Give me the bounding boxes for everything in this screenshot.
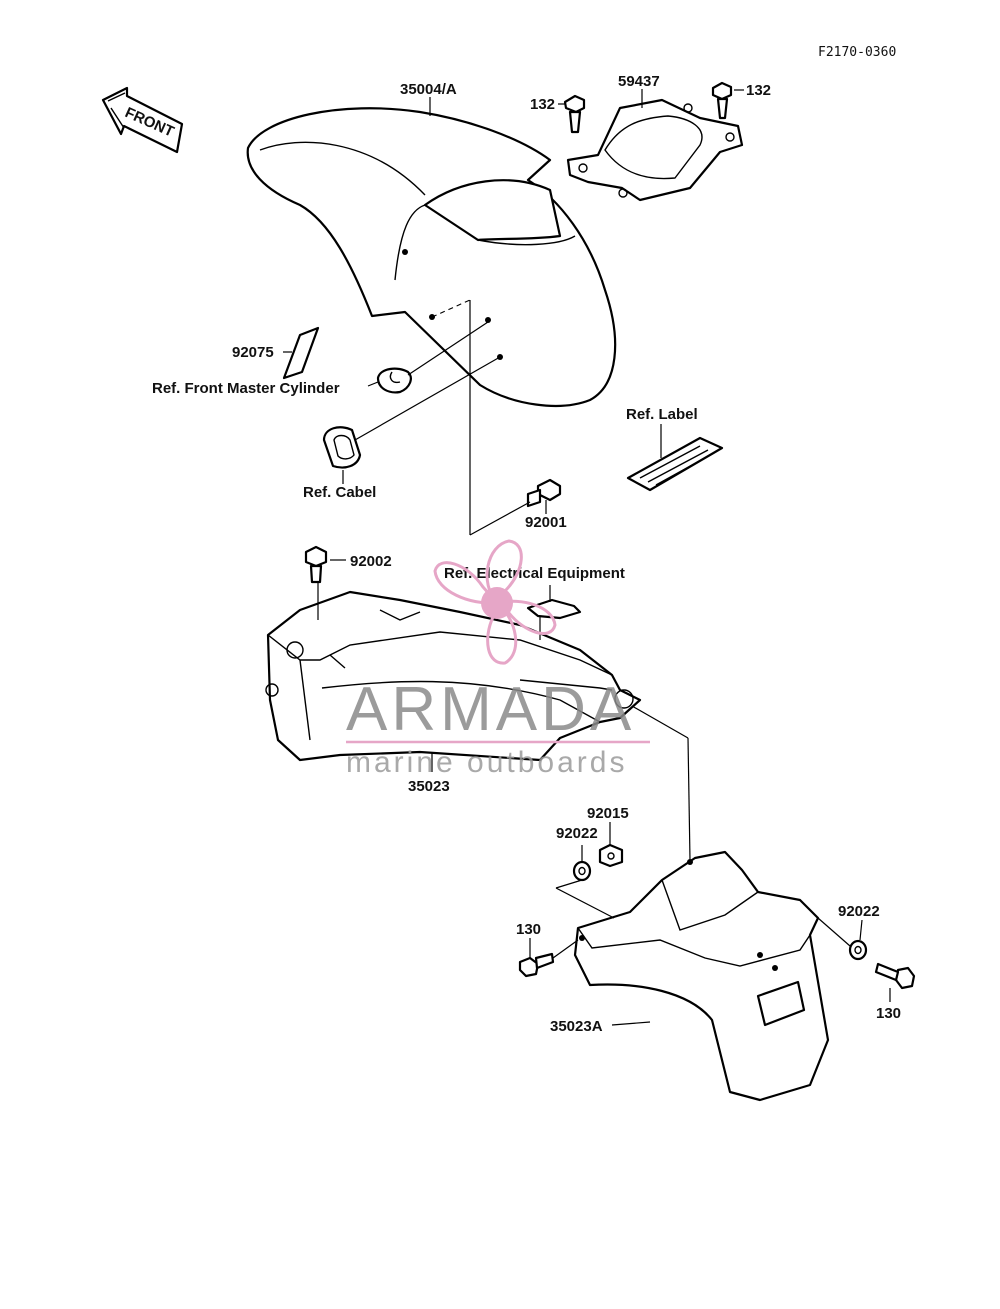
label-ref-electrical-equipment: Ref. Electrical Equipment [444, 565, 625, 582]
label-35004a: 35004/A [400, 81, 457, 98]
rear-fender-inner [265, 590, 642, 762]
label-plate [626, 436, 724, 492]
cable-guide [322, 426, 362, 469]
washer-92022-right-icon [848, 939, 868, 961]
label-92015: 92015 [587, 805, 629, 822]
front-arrow-icon: FRONT [101, 86, 184, 154]
label-130-right: 130 [876, 1005, 901, 1022]
bolt-92001-icon [526, 478, 562, 508]
label-ref-front-master-cylinder: Ref. Front Master Cylinder [152, 380, 340, 397]
rear-fender-outer [573, 850, 830, 1102]
washer-92022-left-icon [572, 860, 592, 882]
propeller-logo-icon [433, 539, 557, 665]
label-92022-left: 92022 [556, 825, 598, 842]
front-fender [246, 107, 617, 407]
bolt-130-right-icon [874, 962, 916, 990]
fender-plate [566, 98, 744, 202]
label-130-left: 130 [516, 921, 541, 938]
bolt-132-right-icon [711, 81, 733, 120]
label-ref-label: Ref. Label [626, 406, 698, 423]
label-59437: 59437 [618, 73, 660, 90]
label-132-right: 132 [746, 82, 771, 99]
bolt-130-left-icon [518, 952, 555, 978]
label-35023a: 35023A [550, 1018, 603, 1035]
bolt-132-left-icon [563, 94, 586, 134]
label-92001: 92001 [525, 514, 567, 531]
master-cylinder-clamp [376, 367, 412, 394]
watermark-brand: ARMADA [346, 675, 635, 744]
label-92075: 92075 [232, 344, 274, 361]
watermark-tagline: marine outboards [346, 746, 627, 779]
label-ref-cabel: Ref. Cabel [303, 484, 376, 501]
pad-92075 [282, 326, 320, 380]
bolt-92002-icon [304, 545, 328, 584]
armada-watermark: ARMADA marine outboards [346, 539, 650, 779]
leader-lines [283, 89, 891, 1026]
figure-code: F2170-0360 [818, 45, 896, 60]
label-92002: 92002 [350, 553, 392, 570]
electrical-bracket [526, 598, 582, 620]
nut-92015-icon [598, 843, 624, 868]
label-35023: 35023 [408, 778, 450, 795]
label-132-left: 132 [530, 96, 555, 113]
label-92022-right: 92022 [838, 903, 880, 920]
